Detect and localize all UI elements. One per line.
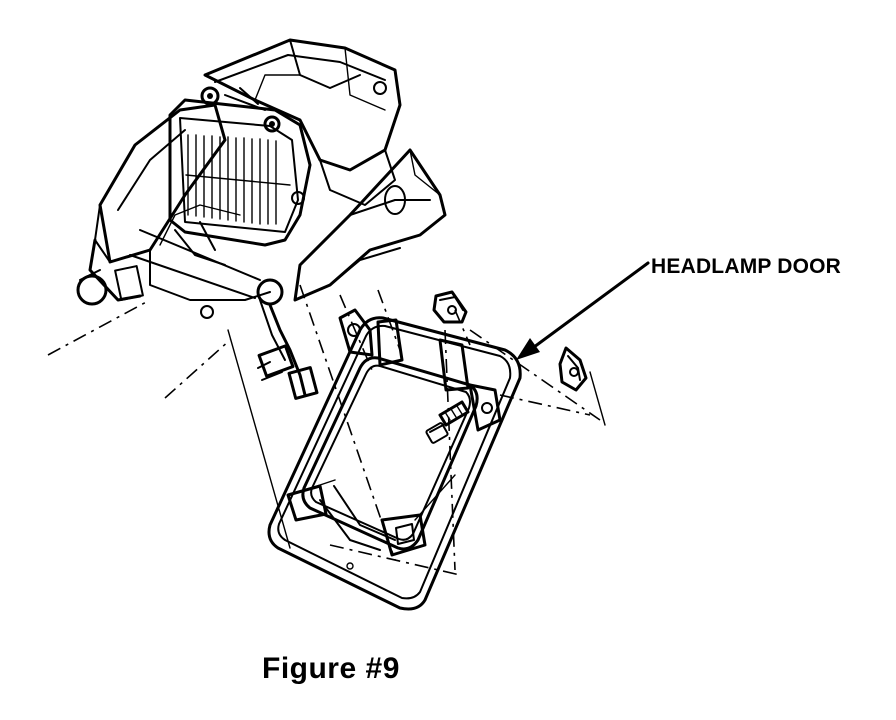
door-screw (425, 400, 470, 444)
figure-caption: Figure #9 (262, 652, 400, 685)
headlamp-door-label: HEADLAMP DOOR (651, 255, 842, 278)
fasteners (425, 290, 588, 444)
headlamp-door (267, 308, 522, 611)
alignment-lines (47, 284, 606, 576)
door-clip-upper (432, 290, 468, 324)
door-clip-right (558, 346, 588, 392)
callout-arrow (516, 261, 650, 360)
headlamp-housing (76, 38, 447, 400)
